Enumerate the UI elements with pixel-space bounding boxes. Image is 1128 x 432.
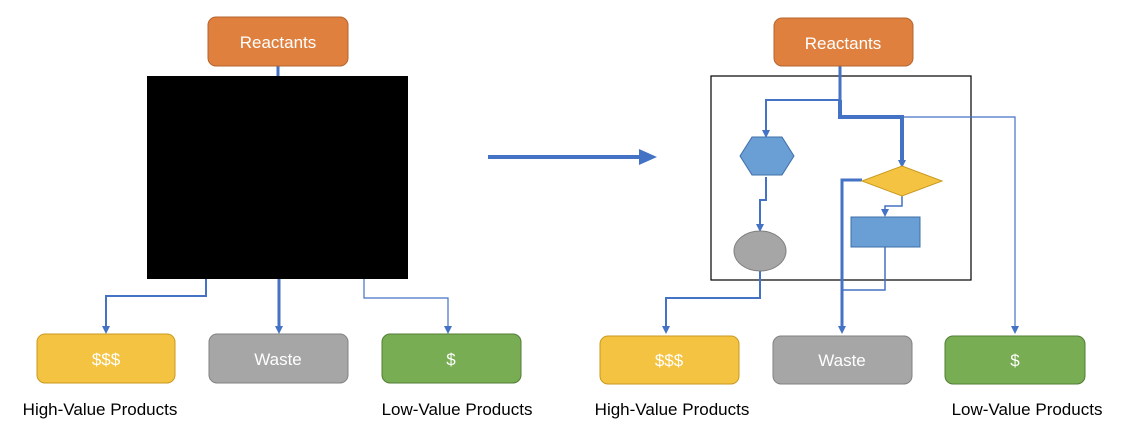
- right-high-value-box: [599, 335, 740, 385]
- ellipse-step: [733, 230, 787, 272]
- right-waste-box: [772, 335, 913, 385]
- left-high-value-caption: High-Value Products: [23, 400, 178, 419]
- process-step: [850, 216, 921, 248]
- left-low-value-label: $: [446, 350, 456, 369]
- right-diagram: Reactants $$$ Waste $ High-Value Product…: [595, 17, 1103, 419]
- left-waste-label: Waste: [254, 350, 302, 369]
- left-high-value-box: [36, 333, 176, 384]
- left-reactants-label: Reactants: [240, 33, 317, 52]
- left-low-value-caption: Low-Value Products: [382, 400, 533, 419]
- right-flow-to-hexagon: [762, 99, 840, 138]
- right-process-to-waste: [842, 247, 886, 291]
- right-waste-label: Waste: [818, 351, 866, 370]
- right-low-value-label: $: [1010, 351, 1020, 370]
- right-low-value-box: [944, 335, 1086, 385]
- left-high-value-flow: [102, 279, 207, 334]
- left-waste-box: [208, 333, 349, 384]
- black-box: [147, 76, 408, 279]
- right-low-value-caption: Low-Value Products: [952, 400, 1103, 419]
- left-diagram: Reactants $$$ Waste $ High-Value Product…: [23, 16, 533, 419]
- right-flow-to-decision: [838, 100, 906, 168]
- left-reactants-box: [207, 16, 349, 67]
- right-high-value-caption: High-Value Products: [595, 400, 750, 419]
- right-ellipse-to-high-value: [662, 271, 761, 334]
- right-flow-to-low-value: [840, 116, 1019, 334]
- right-reactants-box: [773, 17, 914, 67]
- right-high-value-label: $$$: [655, 351, 684, 370]
- right-hexagon-to-ellipse: [756, 177, 767, 232]
- decision-diamond: [860, 165, 944, 197]
- left-low-value-box: [381, 333, 522, 384]
- right-reactants-label: Reactants: [805, 34, 882, 53]
- hexagon-step: [739, 136, 795, 176]
- right-decision-to-process: [881, 196, 903, 217]
- left-high-value-label: $$$: [92, 350, 121, 369]
- right-decision-to-waste: [838, 178, 862, 334]
- left-low-value-flow: [363, 279, 452, 334]
